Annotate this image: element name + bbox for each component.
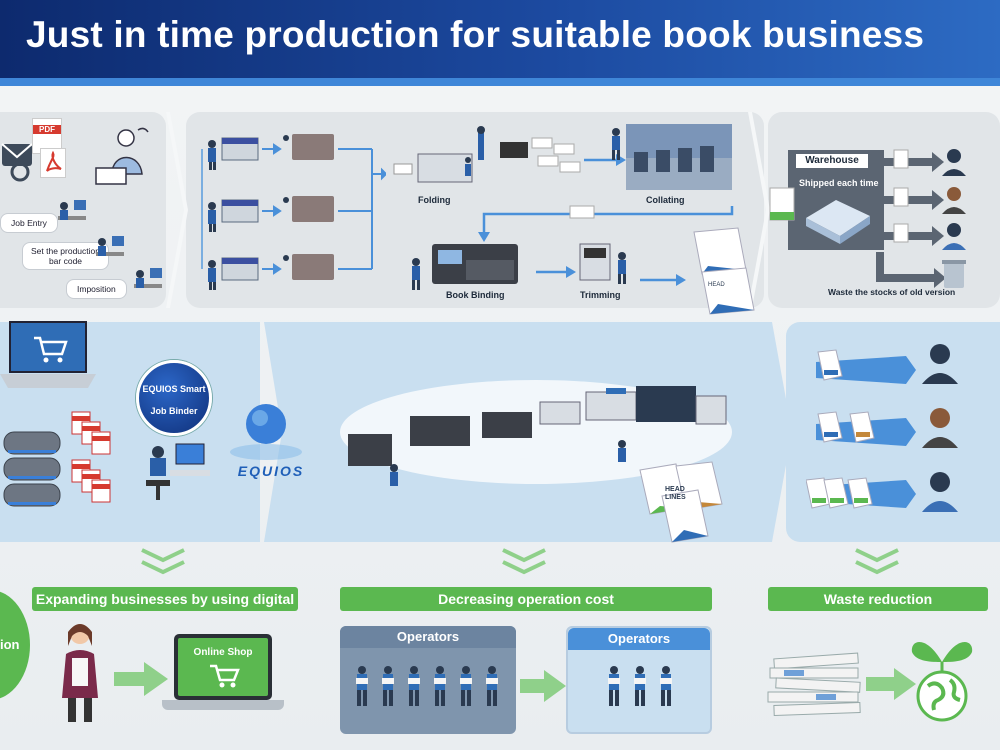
title-band — [0, 0, 1000, 86]
laptop-screen: Online Shop — [178, 638, 268, 696]
folding-label: Folding — [418, 195, 451, 205]
chevron-separator — [166, 112, 188, 308]
paper-waste-stack-icon — [767, 652, 861, 716]
set-barcode-line2: bar code — [48, 256, 83, 266]
delivery-branches — [876, 149, 946, 288]
pdf-files-stack-icon — [71, 411, 111, 503]
equios-logo-text: EQUIOS — [237, 463, 305, 479]
operators-title: Operators — [340, 626, 516, 648]
acrobat-icon — [46, 150, 62, 172]
operators-many-box: Operators — [340, 626, 516, 734]
book-label-line1: HEAD — [665, 486, 685, 493]
flow-arrow — [536, 266, 576, 278]
green-arrow-icon — [114, 662, 168, 696]
online-shop-label: Online Shop — [193, 647, 253, 658]
operator-workstation-icon — [96, 236, 124, 256]
laptop-shopping-cart-icon — [0, 321, 96, 388]
set-barcode-line1: Set the production — [31, 246, 100, 256]
headlines-books-icon — [639, 461, 723, 543]
warehouse-label: Warehouse — [796, 154, 868, 168]
pdf-file-icon — [40, 148, 66, 178]
shopping-cart-icon — [210, 664, 240, 688]
book-label-line2: LINES — [665, 494, 686, 501]
eco-globe-icon — [911, 641, 973, 722]
book-binding-machine — [412, 244, 518, 290]
shipped-each-time-label: Shipped each time — [799, 178, 879, 188]
online-shop-laptop: Online Shop — [174, 634, 272, 700]
set-production-barcode-label: Set the production bar code — [22, 242, 109, 270]
trimming-label: Trimming — [580, 290, 621, 300]
operator-icon — [612, 128, 620, 160]
waste-reduction-banner: Waste reduction — [768, 587, 988, 611]
folding-machines — [393, 126, 581, 183]
decreasing-cost-banner: Decreasing operation cost — [340, 587, 712, 611]
waste-old-stocks-label: Waste the stocks of old version — [828, 287, 956, 297]
green-arrow-icon — [520, 670, 566, 702]
expanding-business-banner: Expanding businesses by using digital — [32, 587, 298, 611]
equios-logo-globe — [230, 404, 302, 460]
finished-books-icon: HEAD — [693, 227, 755, 315]
database-server-icon — [3, 431, 61, 507]
chevron-separator — [748, 112, 770, 308]
edge-label: ion — [0, 637, 20, 652]
operators-six-figures — [356, 666, 498, 706]
businesswoman-illustration — [62, 624, 98, 722]
return-flow-arrow — [478, 205, 734, 242]
laptop-base — [162, 700, 284, 710]
operators-title: Operators — [568, 628, 710, 650]
down-chevron-icon — [855, 548, 899, 575]
printing-press-lines — [201, 134, 386, 290]
book-label: HEAD LINES — [665, 486, 686, 502]
flow-arrow — [640, 274, 686, 286]
operator-at-laptop-illustration — [95, 127, 149, 185]
equios-smart-job-binder-badge: EQUIOS Smart Job Binder — [136, 360, 212, 436]
job-entry-label: Job Entry — [0, 213, 58, 233]
equios-smart-line2: Job Binder — [150, 406, 198, 416]
svg-text:HEAD: HEAD — [708, 282, 725, 288]
operator-workstation-icon — [58, 200, 86, 220]
green-arrow-icon — [866, 668, 916, 700]
page-title: Just in time production for suitable boo… — [26, 14, 925, 55]
pdf-label: PDF — [33, 125, 61, 134]
trimming-machine — [579, 243, 626, 284]
personalized-delivery-illustration — [806, 344, 958, 512]
operators-three-figures — [608, 666, 672, 706]
collating-label: Collating — [646, 195, 685, 205]
down-chevron-icon — [141, 548, 185, 575]
book-binding-label: Book Binding — [446, 290, 505, 300]
down-chevron-icon — [502, 548, 546, 575]
customers-and-bin-icons — [942, 149, 966, 288]
collating-line-photo — [626, 124, 732, 190]
imposition-label: Imposition — [66, 279, 127, 299]
equios-smart-line1: EQUIOS Smart — [142, 384, 206, 394]
operator-workstation-icon — [134, 268, 162, 288]
email-icon — [1, 143, 33, 182]
warehouse-building-icon — [806, 200, 870, 244]
operator-at-desk-icon — [146, 443, 210, 500]
inline-production-system-illustration — [340, 380, 732, 486]
books-stack-icon — [769, 187, 795, 221]
